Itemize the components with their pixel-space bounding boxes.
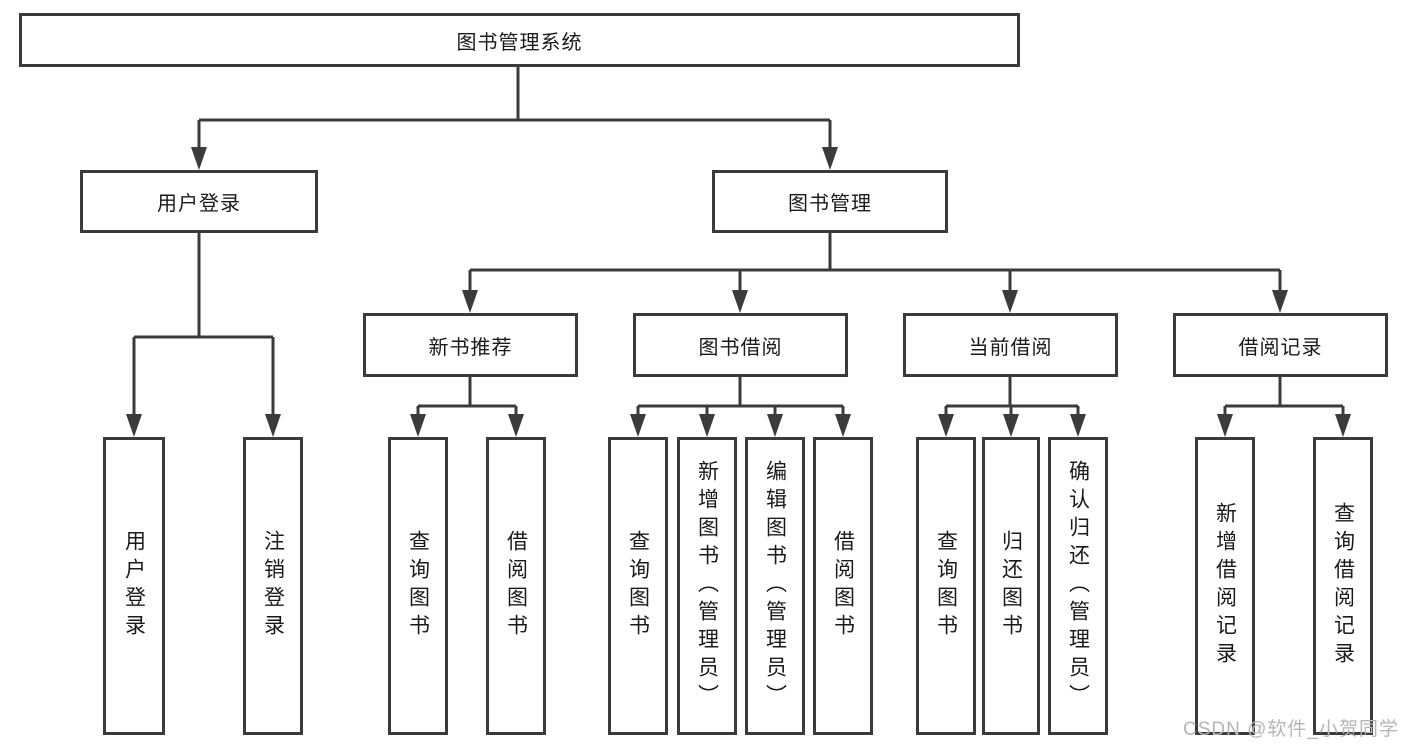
node-new-book-recommend: 新书推荐 bbox=[363, 313, 578, 377]
arrow-down-icon bbox=[732, 290, 748, 313]
arrow-down-icon bbox=[938, 414, 954, 437]
connector-book-mgmt-to-level2 bbox=[468, 233, 1282, 309]
connector-book-borrow-to-leaves bbox=[636, 377, 845, 433]
leaf-confirm-return-admin: 确认归还（管理员） bbox=[1048, 437, 1108, 735]
arrow-down-icon bbox=[1070, 414, 1086, 437]
leaf-query-borrow-record: 查询借阅记录 bbox=[1313, 437, 1373, 735]
arrow-down-icon bbox=[767, 414, 783, 437]
arrow-down-icon bbox=[1272, 290, 1288, 313]
leaf-user-login: 用户登录 bbox=[103, 437, 165, 735]
leaf-borrow-books-2: 借阅图书 bbox=[813, 437, 873, 735]
node-label: 图书管理 bbox=[788, 193, 872, 215]
leaf-add-books-admin: 新增图书（管理员） bbox=[677, 437, 737, 735]
node-current-borrowing: 当前借阅 bbox=[903, 313, 1118, 377]
arrow-down-icon bbox=[1335, 414, 1351, 437]
leaf-query-books: 查询图书 bbox=[388, 437, 448, 735]
arrow-down-icon bbox=[126, 414, 142, 437]
arrow-down-icon bbox=[630, 414, 646, 437]
node-label: 图书借阅 bbox=[698, 336, 783, 359]
arrow-down-icon bbox=[410, 414, 426, 437]
arrow-down-icon bbox=[1217, 414, 1233, 437]
node-label: 图书管理系统 bbox=[456, 31, 583, 54]
leaf-return-books: 归还图书 bbox=[982, 437, 1040, 735]
connector-root-to-level1 bbox=[197, 67, 832, 166]
leaf-logout: 注销登录 bbox=[243, 437, 303, 735]
node-library-system: 图书管理系统 bbox=[19, 13, 1020, 67]
arrow-down-icon bbox=[699, 414, 715, 437]
leaf-query-books-2: 查询图书 bbox=[608, 437, 668, 735]
arrow-down-icon bbox=[508, 414, 524, 437]
csdn-watermark: CSDN @软件_小贺同学 bbox=[1183, 719, 1399, 740]
node-user-login: 用户登录 bbox=[80, 170, 318, 233]
node-book-borrowing: 图书借阅 bbox=[633, 313, 848, 377]
node-book-management: 图书管理 bbox=[712, 170, 948, 233]
node-borrow-records: 借阅记录 bbox=[1173, 313, 1388, 377]
leaf-edit-books-admin: 编辑图书（管理员） bbox=[745, 437, 805, 735]
arrow-down-icon bbox=[835, 414, 851, 437]
leaf-add-borrow-record: 新增借阅记录 bbox=[1195, 437, 1255, 735]
arrow-down-icon bbox=[822, 147, 838, 170]
connector-borrow-records-to-leaves bbox=[1223, 377, 1345, 433]
arrowheads bbox=[126, 147, 1351, 437]
connector-new-book-to-leaves bbox=[416, 377, 518, 433]
node-label: 用户登录 bbox=[157, 193, 241, 215]
connector-user-login-to-leaves bbox=[132, 233, 275, 433]
arrow-down-icon bbox=[1002, 290, 1018, 313]
node-label: 新书推荐 bbox=[428, 336, 513, 359]
arrow-down-icon bbox=[191, 147, 207, 170]
node-label: 借阅记录 bbox=[1238, 336, 1323, 359]
arrow-down-icon bbox=[462, 290, 478, 313]
arrow-down-icon bbox=[265, 414, 281, 437]
leaf-query-books-3: 查询图书 bbox=[916, 437, 976, 735]
leaf-borrow-books: 借阅图书 bbox=[486, 437, 546, 735]
node-label: 当前借阅 bbox=[968, 336, 1053, 359]
arrow-down-icon bbox=[1003, 414, 1019, 437]
